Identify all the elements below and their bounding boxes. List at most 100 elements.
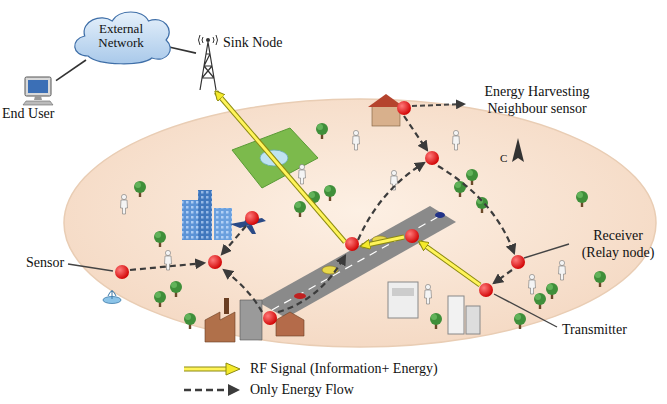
illustration-part [448,296,464,334]
illustration-part [222,226,246,254]
illustration-part [182,200,198,240]
illustration-part [494,270,512,283]
illustration-part [278,256,345,312]
legend-text: Only Energy Flow [250,382,354,398]
leader-lines [68,104,569,327]
illustration-part [372,106,400,126]
rf-signals [216,92,480,285]
illustration-part [108,290,116,299]
illustration-part [224,270,262,312]
illustration-part [324,185,336,201]
illustration-part [466,169,478,185]
illustration-part [388,282,418,318]
legend-row: Only Energy Flow [182,381,438,399]
illustration-part [184,313,196,329]
legend-row: RF Signal (Information+ Energy) [182,360,438,378]
symbol-letter: C [500,152,507,165]
illustration-part [294,201,306,217]
illustration-part [130,263,204,270]
illustration-part [134,181,146,197]
illustration-part [240,300,262,340]
people [121,130,566,304]
illustration-part [362,237,404,246]
illustration-part [214,208,232,240]
illustration-part [466,306,480,334]
illustration-part [559,260,566,280]
illustration-part [208,255,222,269]
antenna-tower [196,34,220,92]
illustration-part [534,293,546,309]
illustration-part [397,101,411,115]
illustration-part [216,92,345,242]
illustration-part [511,255,525,269]
node-label: External Network [88,22,154,51]
illustration-part [230,212,266,234]
illustration-part [224,298,229,314]
energy-flow-sample [182,383,242,397]
illustration-part [529,274,536,294]
illustration-part [216,92,345,242]
node-label: End User [2,106,56,122]
illustration-part [405,229,419,243]
sink-tower: Sink Node [196,34,283,92]
illustration-part [420,242,480,285]
rf-signal-sample [182,362,242,376]
illustration-part [392,288,414,296]
illustration-part [170,281,182,297]
link-line [56,60,86,81]
end-user-computer: End User [2,76,56,122]
illustration-part [353,130,360,150]
illustration-part [412,104,464,106]
illustration-part [245,211,259,225]
illustration-part [576,191,588,207]
illustration-part [299,164,306,184]
illustration-part [524,244,569,258]
callout-label: Sensor [26,255,64,272]
illustration-part [512,138,524,162]
node-label: Sink Node [223,35,283,51]
illustration-part [453,130,460,150]
illustration-part [263,311,277,325]
sensor-nodes [115,101,525,325]
illustration-part [205,312,235,342]
link-line [169,47,196,53]
illustration-part [276,312,304,336]
illustration-part [479,283,493,297]
callout-label: Transmitter [562,322,627,339]
city-buildings [182,190,266,240]
illustration-part [294,293,306,299]
illustration-part [435,212,445,218]
illustration-part [430,313,442,329]
illustration-part [425,284,432,304]
illustration-part [546,283,558,299]
ground-region [64,99,656,347]
illustration-part [258,206,456,318]
fountain [103,290,121,304]
illustration-part [362,237,404,246]
illustration-part [404,116,427,150]
illustration-part [68,264,113,271]
legend: RF Signal (Information+ Energy) Only Ener… [182,360,438,402]
illustration-part [594,271,606,287]
legend-text: RF Signal (Information+ Energy) [250,361,438,377]
illustration-part [115,265,129,279]
illustration-part [121,194,128,214]
illustration-part [154,291,166,307]
trees [134,123,606,329]
road [258,206,456,318]
illustration-part [154,231,166,247]
factories [205,282,480,342]
illustration-part [345,237,359,251]
callout-label: Receiver (Relay node) [574,228,662,262]
illustration-part [420,242,480,285]
illustration-part [438,166,514,253]
illustration-part [214,208,232,240]
illustration-part [198,190,212,240]
illustration-part [316,123,328,139]
illustration-part [425,151,439,165]
network-cloud: External Network [66,6,176,66]
rocket [512,138,524,162]
illustration-part [514,313,526,329]
callout-label: Energy Harvesting Neighbour sensor [472,84,602,118]
